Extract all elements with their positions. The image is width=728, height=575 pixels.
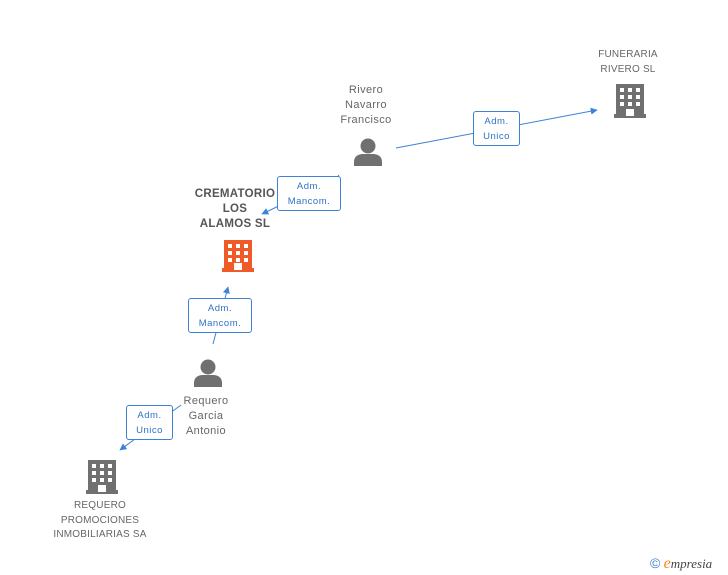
edge-label-line: Mancom. [287,196,331,207]
node-label-line: REQUERO [74,500,126,511]
footer-brand: © empresia [650,555,712,572]
building-icon [222,240,254,272]
node-label-line: FUNERARIA [598,49,658,60]
brand-name: mpresia [670,556,713,571]
brand-initial: e [663,555,671,572]
node-label-requero-person[interactable]: Requero Garcia Antonio [160,394,252,439]
edge-label-line: Unico [483,131,510,142]
edge-label-requero-company[interactable]: Adm. Unico [126,405,173,440]
person-icon [354,138,382,166]
node-label-line: INMOBILIARIAS SA [53,529,147,540]
node-label-line: ALAMOS SL [199,218,271,230]
building-icon [86,460,118,494]
node-label-line: Garcia [188,410,224,422]
node-label-line: Francisco [340,114,392,126]
node-label-line: Antonio [185,425,227,437]
edge-label-line: Adm. [296,181,322,192]
building-icon [614,84,646,118]
edge-label-line: Unico [136,425,163,436]
copyright-icon: © [650,555,661,571]
edge-label-line: Adm. [137,410,162,421]
node-label-rivero[interactable]: Rivero Navarro Francisco [320,83,412,128]
node-label-line: Navarro [345,99,387,111]
node-label-crematorio[interactable]: CREMATORIO LOS ALAMOS SL [180,187,290,232]
node-label-line: LOS [222,203,248,215]
edge-label-line: Adm. [207,303,233,314]
edge-label-line: Adm. [484,116,509,127]
node-label-line: Rivero [348,84,384,96]
edge-label-requero-crematorio[interactable]: Adm. Mancom. [188,298,252,333]
node-label-line: RIVERO SL [600,63,656,75]
node-label-line: Requero [183,395,229,407]
node-label-requero-company[interactable]: REQUERO PROMOCIONES INMOBILIARIAS SA [34,499,166,543]
brand-logo: empresia [663,555,713,572]
node-label-line: CREMATORIO [194,188,276,200]
edge-label-rivero-crematorio[interactable]: Adm. Mancom. [277,176,341,211]
person-icon [194,359,222,387]
node-label-funeraria[interactable]: FUNERARIA RIVERO SL [568,48,688,77]
node-label-line: PROMOCIONES [60,514,140,526]
edge-label-line: Mancom. [198,318,242,329]
edge-label-rivero-funeraria[interactable]: Adm. Unico [473,111,520,146]
